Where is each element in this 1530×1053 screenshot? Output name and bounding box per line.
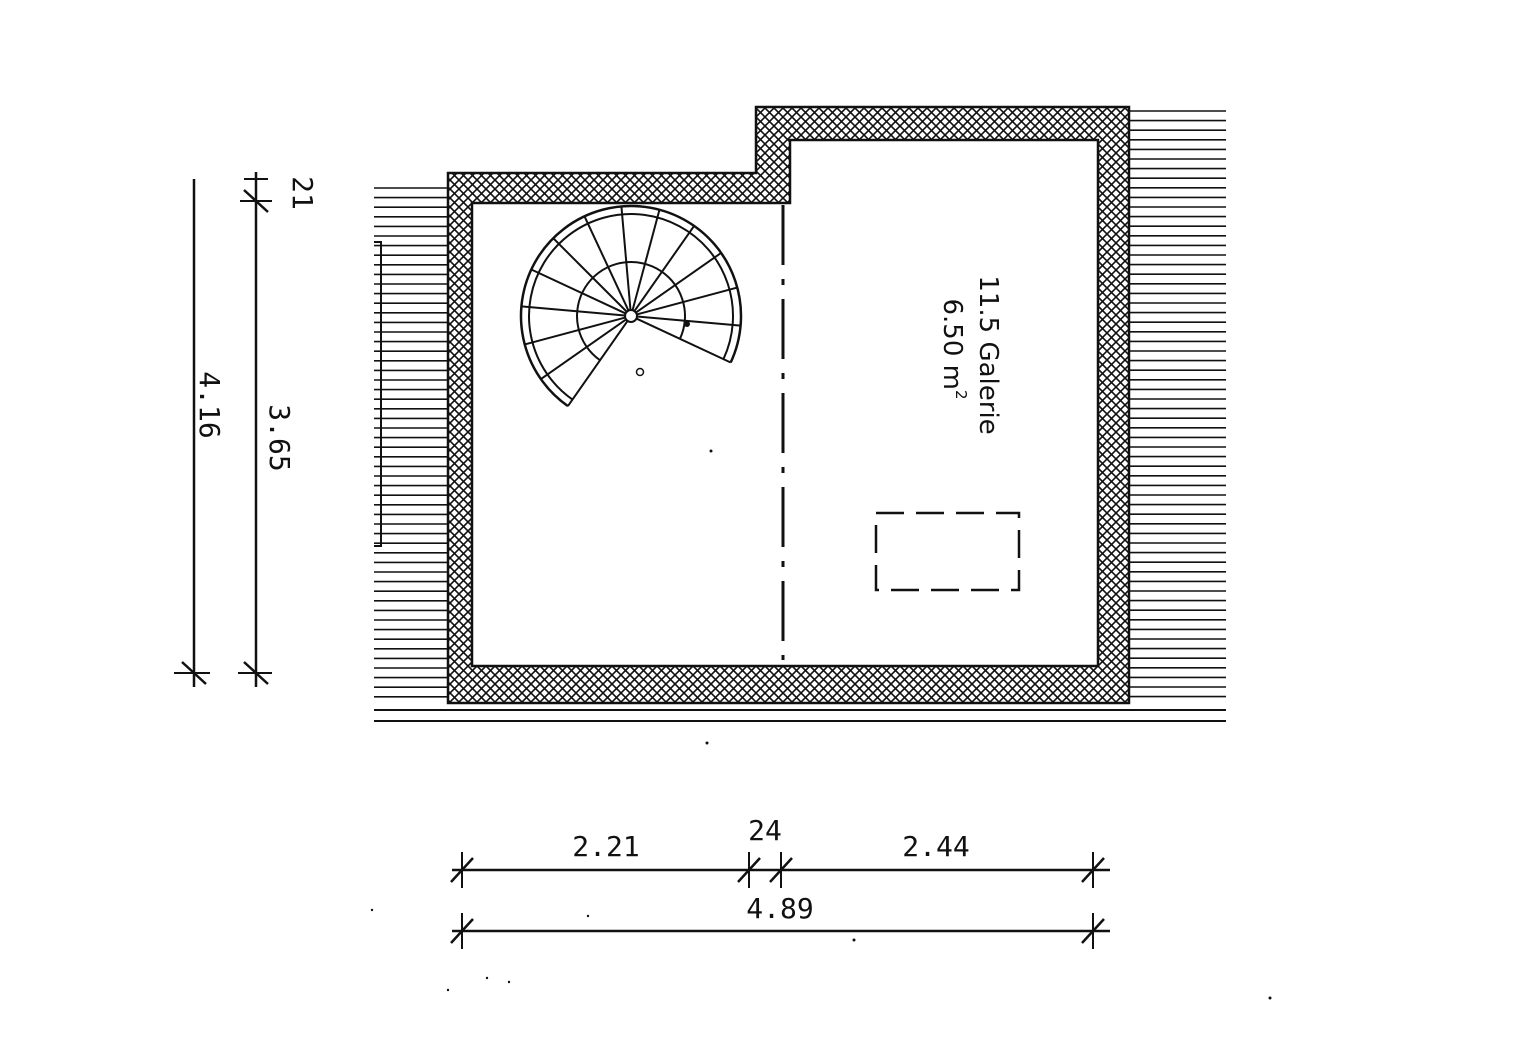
walls bbox=[446, 105, 1131, 705]
stair-tread bbox=[524, 316, 626, 346]
stair-tread bbox=[620, 206, 632, 311]
stair-center-post bbox=[624, 309, 638, 323]
roof-hatching-left bbox=[374, 187, 450, 698]
stair-marker-dot bbox=[684, 321, 690, 327]
stair-tread bbox=[521, 305, 626, 317]
dim-horizontal-total: 4.89 bbox=[746, 892, 813, 925]
stair-tread bbox=[567, 320, 629, 407]
stair-tread bbox=[583, 215, 630, 311]
outer-wall bbox=[446, 105, 1131, 705]
stair-tread bbox=[636, 315, 741, 327]
dim-horizontal-right: 2.44 bbox=[902, 830, 969, 863]
dim-horizontal-left: 2.21 bbox=[572, 830, 639, 863]
dim-vertical-inner: 3.65 bbox=[263, 404, 296, 471]
skylight-outline bbox=[874, 511, 1021, 592]
scan-specks bbox=[370, 449, 1272, 1000]
dim-vertical-top-wall: 21 bbox=[286, 176, 319, 210]
dim-horizontal-wall: 24 bbox=[748, 814, 782, 847]
stair-tread bbox=[530, 268, 626, 315]
room-area: 6.50 m2 bbox=[937, 298, 970, 399]
horizontal-dimensions: 2.21 24 2.44 4.89 bbox=[450, 814, 1110, 949]
dim-vertical-total: 4.16 bbox=[193, 371, 226, 438]
stair-tread bbox=[631, 209, 661, 311]
stair-tread bbox=[552, 237, 628, 313]
stair-tread bbox=[540, 318, 627, 380]
stair-tread bbox=[635, 252, 722, 314]
eave-bracket bbox=[374, 241, 382, 547]
room-name: 11.5 Galerie bbox=[973, 275, 1003, 434]
stair-tread bbox=[633, 225, 695, 312]
stair-tread bbox=[636, 317, 732, 364]
room-label-group: 11.5 Galerie 6.50 m2 bbox=[937, 275, 1003, 434]
vertical-dimensions: 21 3.65 4.16 bbox=[174, 172, 319, 687]
roof-hatching-right bbox=[1128, 110, 1226, 698]
spiral-staircase bbox=[519, 204, 743, 408]
stair-marker-ring bbox=[635, 367, 645, 377]
stair-tread bbox=[636, 286, 738, 316]
